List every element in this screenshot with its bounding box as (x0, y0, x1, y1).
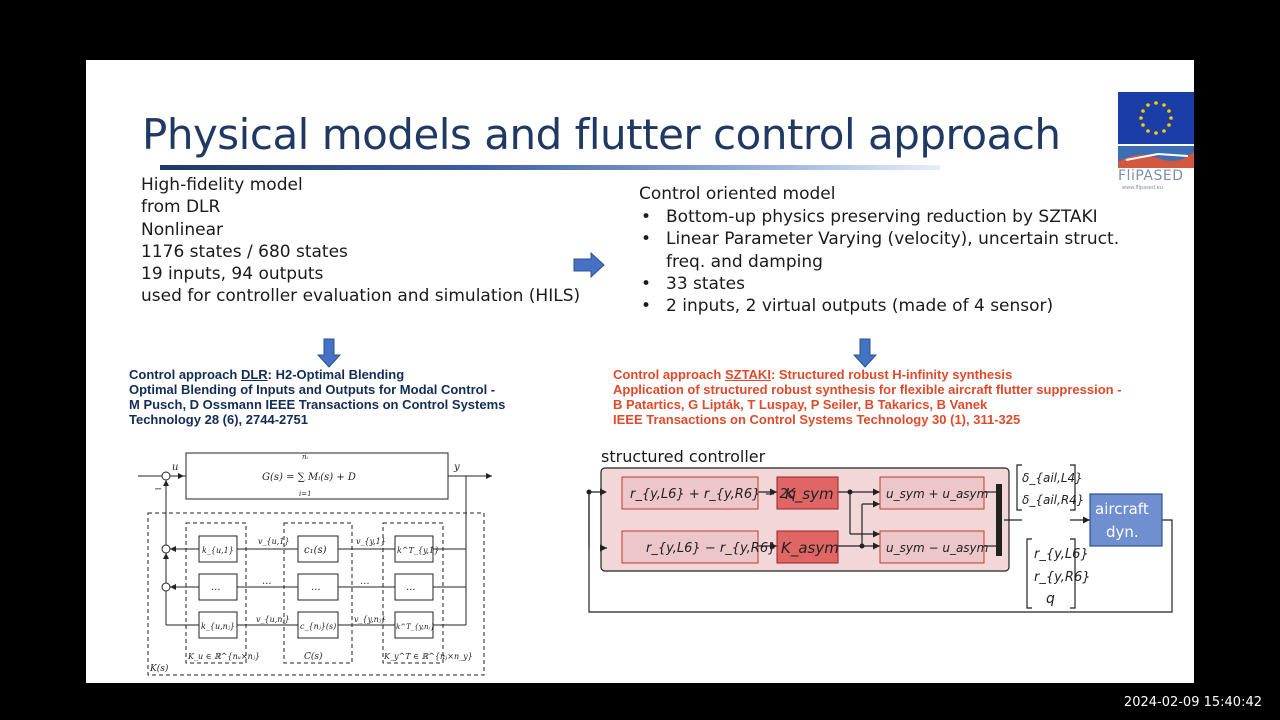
v-un-label: v_{u,nⱼ} (256, 615, 290, 624)
dots-label: ... (360, 576, 370, 587)
sztaki-link[interactable]: SZTAKI (724, 367, 771, 382)
right-arrow-icon (573, 251, 605, 279)
v-yn-label: v_{y,nⱼ} (354, 615, 386, 624)
bullet-item: •2 inputs, 2 virtual outputs (made of 4 … (641, 296, 1054, 317)
left-line: used for controller evaluation and simul… (141, 286, 581, 307)
bullet-item: •Bottom-up physics preserving reduction … (641, 207, 1098, 227)
k-y1-label: k^T_{y,1} (397, 546, 439, 555)
cs-label: C(s) (304, 651, 323, 662)
ry-l6-label: r_{y,L6} (1034, 547, 1089, 562)
c-dots-label: ... (311, 582, 321, 593)
ky-label: K_y^T ∈ ℝ^{nⱼ×n_y} (383, 652, 473, 661)
minus-sign: − (154, 484, 162, 495)
v-y1-label: v_{y,1} (356, 537, 386, 546)
ky-frame (382, 522, 444, 664)
sum2-block (621, 530, 759, 564)
delta1-label: δ_{ail,L4} (1022, 471, 1083, 485)
kasym-label: K_asym (781, 539, 839, 558)
structured-controller-diagram: r_{y,L6} + r_{y,R6} − 2q r_{y,L6} − r_{y… (586, 464, 1173, 613)
c1-label: c₁(s) (304, 545, 327, 556)
k-un-label: k_{u,nⱼ} (201, 622, 235, 631)
bullet-item: •33 states (641, 273, 745, 294)
slide: Physical models and flutter control appr… (86, 60, 1194, 683)
ku-label: K_u ∈ ℝ^{nᵤ×nⱼ} (187, 652, 260, 661)
signal-y-label: y (453, 462, 460, 473)
q-label: q (1046, 591, 1055, 607)
plant-formula: G(s) = ∑ Mᵢ(s) + D (262, 472, 356, 483)
down-arrow-icon (852, 338, 878, 368)
cn-label: c_{nⱼ}(s) (300, 622, 336, 631)
logo-text: FliPASED (1118, 168, 1184, 184)
left-line: from DLR (141, 197, 221, 218)
sztaki-reference: Control approach SZTAKI: Structured robu… (613, 367, 1122, 427)
control-model-heading: Control oriented model (639, 184, 836, 204)
ku-frame (185, 522, 247, 664)
title-underline (160, 165, 940, 170)
high-fidelity-model-text: High-fidelity model from DLR Nonlinear 1… (141, 174, 580, 308)
k-u1-label: k_{u,1} (202, 546, 234, 555)
structured-controller-label: structured controller (601, 447, 766, 466)
out2-block (879, 530, 985, 564)
cs-frame (283, 522, 353, 664)
dlr-link[interactable]: DLR (240, 367, 268, 382)
control-model-bullets: •Bottom-up physics preserving reduction … (639, 206, 1159, 317)
left-line: Nonlinear (141, 219, 223, 240)
delta2-label: δ_{ail,R4} (1022, 493, 1084, 507)
blending-block-diagram: u y − G(s) = ∑ Mᵢ(s) + D nᵢ i=1 k_{u,1} … (138, 452, 492, 676)
down-arrow-icon (316, 338, 342, 368)
controller-frame (147, 512, 485, 676)
logo-subtext: www.flipased.eu (1122, 185, 1163, 191)
dlr-reference: Control approach DLR: H2-Optimal Blendin… (129, 367, 506, 427)
recording-timestamp: 2024-02-09 15:40:42 (1123, 695, 1262, 710)
out1-block (879, 476, 985, 510)
ksym-block (776, 476, 839, 510)
left-line: 1176 states / 680 states (141, 241, 348, 262)
ksym-label: K_sym (785, 485, 834, 504)
kasym-block (776, 530, 839, 564)
out2-label: u_sym − u_asym (886, 541, 988, 555)
sum-upper-limit: nᵢ (302, 453, 309, 461)
dyn-label: dyn. (1106, 523, 1139, 541)
dots-label: ... (262, 576, 272, 587)
out1-label: u_sym + u_asym (886, 487, 988, 501)
arrows-layer (316, 251, 878, 368)
flipased-logo: FliPASED www.flipased.eu (1118, 92, 1194, 192)
aircraft-dyn-block (1089, 493, 1163, 547)
mux-bar (996, 484, 1002, 556)
k-yn-label: k^T_{y,nⱼ} (396, 623, 435, 631)
eu-flag-icon (1118, 92, 1194, 168)
sum1-block (621, 476, 759, 510)
v-u1-label: v_{u,1} (258, 537, 289, 546)
k-y-dots-label: ... (406, 582, 416, 593)
left-line: 19 inputs, 94 outputs (141, 264, 324, 285)
sum1-label: r_{y,L6} + r_{y,R6} − 2q (630, 487, 796, 502)
slide-title: Physical models and flutter control appr… (142, 110, 1061, 159)
ks-label: K(s) (149, 663, 169, 674)
ry-r6-label: r_{y,R6} (1034, 570, 1091, 585)
left-line: High-fidelity model (141, 175, 303, 195)
signal-u-label: u (172, 462, 178, 473)
k-u-dots-label: ... (211, 582, 221, 593)
bullet-item: •Linear Parameter Varying (velocity), un… (641, 229, 1120, 272)
aircraft-label: aircraft (1095, 500, 1149, 518)
sum-lower-limit: i=1 (299, 490, 312, 498)
sum2-label: r_{y,L6} − r_{y,R6} (646, 541, 776, 556)
